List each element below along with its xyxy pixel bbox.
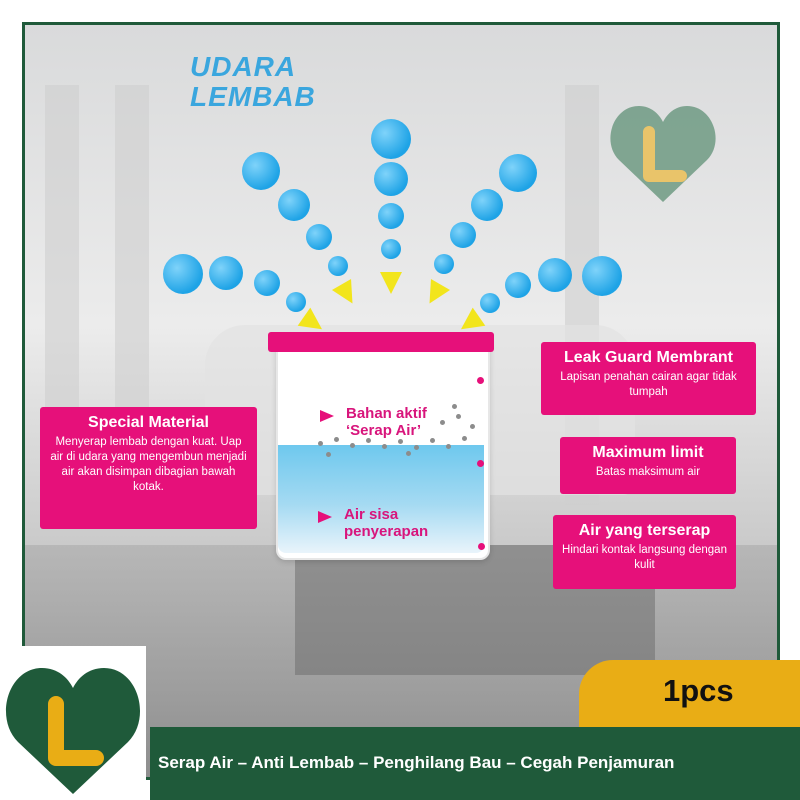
marker-dot: [478, 543, 485, 550]
residual-water-label: Air sisa penyerapan: [344, 506, 429, 540]
moisture-droplet: [480, 293, 500, 313]
granule: [470, 424, 475, 429]
brand-logo: [610, 106, 716, 202]
pointer-icon: [320, 410, 334, 422]
callout-title: Special Material: [88, 414, 209, 431]
maximum-limit-callout: Maximum limit Batas maksimum air: [560, 437, 736, 494]
marker-dot: [477, 460, 484, 467]
granule: [366, 438, 371, 443]
brand-logo: [0, 646, 146, 800]
granule: [462, 436, 467, 441]
moisture-droplet: [242, 152, 280, 190]
tagline-band: [150, 727, 800, 800]
down-arrow-icon: [380, 272, 402, 294]
quantity-label: 1pcs: [663, 673, 734, 708]
moisture-droplet: [499, 154, 537, 192]
granule: [430, 438, 435, 443]
humid-air-heading: UDARA LEMBAB: [190, 52, 316, 112]
callout-title: Maximum limit: [592, 444, 704, 461]
moisture-droplet: [582, 256, 622, 296]
moisture-droplet: [434, 254, 454, 274]
quantity-band: [579, 660, 800, 729]
moisture-droplet: [328, 256, 348, 276]
leak-guard-callout: Leak Guard Membrant Lapisan penahan cair…: [541, 342, 756, 415]
callout-body: Lapisan penahan cairan agar tidak tumpah: [560, 371, 737, 398]
callout-title: Air yang terserap: [578, 522, 711, 539]
moisture-droplet: [278, 189, 310, 221]
special-material-callout: Special Material Menyerap lembab dengan …: [40, 407, 257, 529]
heading-line-1: UDARA: [190, 51, 297, 82]
granule: [456, 414, 461, 419]
moisture-droplet: [306, 224, 332, 250]
granule: [350, 443, 355, 448]
granule: [446, 444, 451, 449]
granule: [318, 441, 323, 446]
moisture-droplet: [538, 258, 572, 292]
heading-line-2: LEMBAB: [190, 81, 316, 112]
callout-body: Batas maksimum air: [595, 466, 701, 478]
granule: [440, 420, 445, 425]
callout-body: Hindari kontak langsung dengan kulit: [562, 544, 727, 571]
moisture-droplet: [254, 270, 280, 296]
granule: [382, 444, 387, 449]
active-material-label: Bahan aktif ‘Serap Air’: [346, 405, 427, 439]
absorbed-water-callout: Air yang terserap Hindari kontak langsun…: [553, 515, 736, 589]
callout-body: Menyerap lembab dengan kuat. Uap air di …: [50, 436, 247, 493]
moisture-droplet: [286, 292, 306, 312]
moisture-droplet: [471, 189, 503, 221]
tagline-text: Serap Air – Anti Lembab – Penghilang Bau…: [158, 753, 675, 772]
moisture-droplet: [505, 272, 531, 298]
moisture-droplet: [450, 222, 476, 248]
granule: [414, 445, 419, 450]
granule: [398, 439, 403, 444]
marker-dot: [477, 377, 484, 384]
moisture-droplet: [378, 203, 404, 229]
moisture-droplet: [371, 119, 411, 159]
pointer-icon: [318, 511, 332, 523]
moisture-droplet: [209, 256, 243, 290]
container-lid: [268, 332, 494, 352]
moisture-droplet: [381, 239, 401, 259]
collected-water: [278, 445, 484, 553]
granule: [406, 451, 411, 456]
moisture-droplet: [374, 162, 408, 196]
granule: [452, 404, 457, 409]
moisture-droplet: [163, 254, 203, 294]
callout-title: Leak Guard Membrant: [564, 349, 733, 366]
granule: [334, 437, 339, 442]
granule: [326, 452, 331, 457]
